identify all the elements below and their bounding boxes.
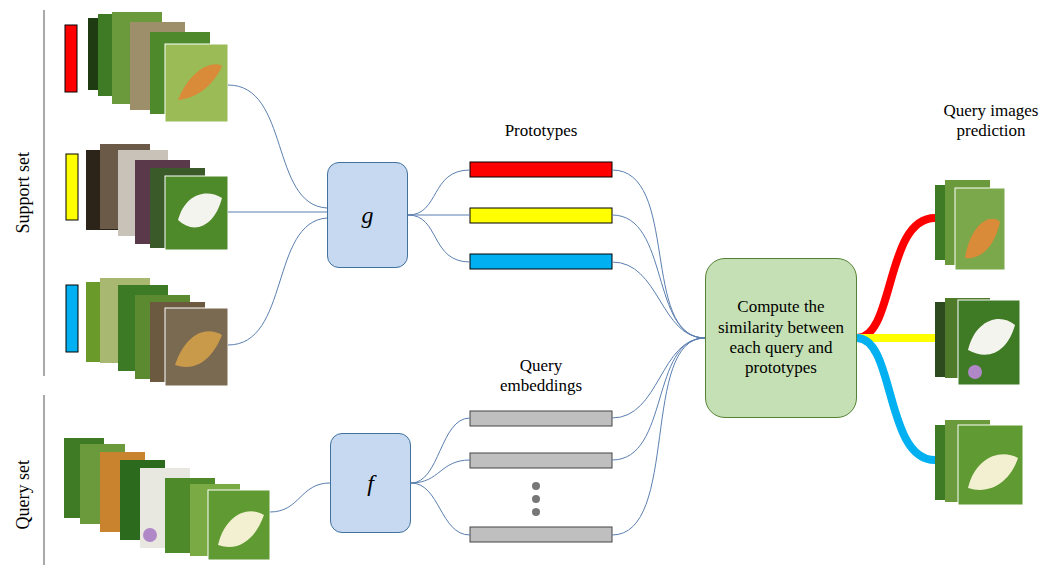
node-text: Compute the similarity between each quer…: [714, 297, 848, 379]
prototype-bar: [470, 208, 612, 223]
image-stack: [88, 12, 228, 122]
bracket-line: [44, 395, 45, 565]
class-bar: [66, 285, 78, 352]
class-bar: [66, 154, 78, 220]
group-label: Support set: [13, 152, 35, 234]
ellipsis-dot: [532, 482, 540, 490]
wire: [228, 85, 705, 535]
embedding-bar: [470, 453, 612, 468]
ellipsis-dot: [532, 495, 540, 503]
image-stack: [86, 278, 228, 386]
bracket-line: [44, 10, 45, 376]
node-text: f: [367, 469, 374, 498]
embedding-bar: [470, 411, 612, 426]
group-label: Query set: [13, 460, 35, 529]
image-stack: [935, 420, 1023, 505]
prototype-bar: [470, 162, 612, 177]
section-label: Prototypes: [461, 121, 621, 141]
prototype-bar: [470, 254, 612, 269]
class-bar: [65, 25, 77, 92]
image-stack: [86, 144, 228, 250]
image-stack: [935, 180, 1005, 270]
node-text: g: [362, 201, 374, 230]
image-stack: [64, 438, 270, 560]
encoder-box: f: [330, 433, 411, 533]
ellipsis-dot: [532, 508, 540, 516]
section-label: Query embeddings: [481, 356, 601, 397]
prediction-link: [857, 218, 935, 460]
section-label: Query images prediction: [941, 101, 1040, 142]
embedding-bar: [470, 527, 612, 542]
image-stack: [935, 298, 1020, 385]
encoder-box: g: [327, 162, 408, 268]
process-box: Compute the similarity between each quer…: [705, 258, 857, 418]
